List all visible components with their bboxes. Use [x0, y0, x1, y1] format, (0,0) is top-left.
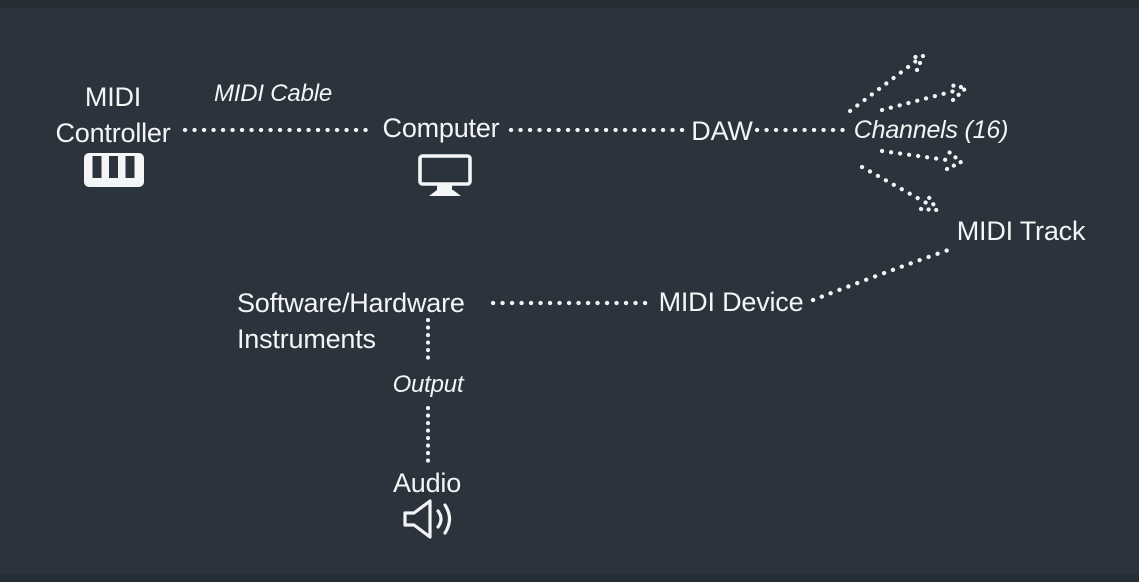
channel-arrow-1-head	[905, 53, 926, 73]
track-device-curve	[810, 246, 954, 303]
channel-arrow-1-shaft	[847, 58, 919, 114]
speaker-icon	[403, 499, 452, 539]
channels-label: Channels (16)	[853, 116, 1009, 144]
channel-arrow-4-shaft	[859, 164, 933, 208]
channel-arrow-2-shaft	[879, 87, 961, 113]
computer-label: Computer	[382, 113, 500, 143]
channel-arrow-4-head	[918, 193, 940, 213]
midi-device-label: MIDI Device	[658, 287, 804, 317]
channel-arrow-3-head	[944, 149, 964, 172]
monitor-icon	[418, 154, 472, 196]
channel-arrow-3-shaft	[879, 148, 957, 164]
audio-label: Audio	[392, 468, 462, 498]
midi-track-label: MIDI Track	[956, 216, 1086, 246]
midi-controller-label: MIDI Controller	[55, 79, 170, 151]
midi-cable-label: MIDI Cable	[213, 80, 333, 107]
daw-label: DAW	[691, 116, 753, 146]
midi-controller-label-line1: MIDI	[84, 82, 142, 112]
instruments-label: Software/Hardware Instruments	[237, 285, 465, 357]
top-border-strip	[0, 0, 1139, 8]
output-label: Output	[392, 371, 464, 398]
bottom-border-strip	[0, 574, 1139, 582]
instruments-label-line2: Instruments	[237, 324, 376, 354]
instruments-label-line1: Software/Hardware	[237, 288, 465, 318]
piano-keys-icon	[84, 153, 144, 187]
channel-arrow-2-head	[947, 82, 969, 103]
midi-controller-label-line2: Controller	[55, 118, 171, 148]
